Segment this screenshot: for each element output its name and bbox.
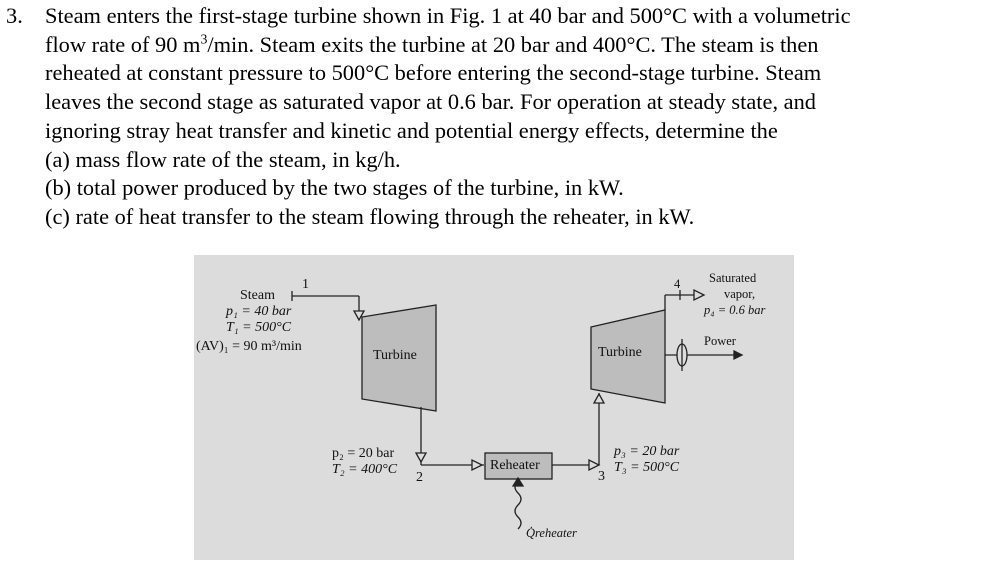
t1-label: T₁ = 500°C	[226, 320, 292, 335]
state3-number: 3	[598, 469, 605, 484]
state2-number: 2	[416, 470, 423, 485]
first-stage-turbine	[361, 304, 437, 412]
reheater-inlet-arrow	[471, 458, 484, 472]
cubed-superscript: 3	[200, 32, 208, 48]
p3-label: p₃ = 20 bar	[614, 444, 680, 459]
p1-label: p₁ = 40 bar	[226, 304, 292, 319]
vapor-label: vapor,	[724, 287, 756, 301]
question-c: (c) rate of heat transfer to the steam f…	[45, 204, 695, 229]
problem-line-5: ignoring stray heat transfer and kinetic…	[45, 118, 778, 143]
turbine2-inlet-arrow	[592, 392, 606, 404]
p2-label: p₂ = 20 bar	[332, 446, 395, 461]
problem-line-2: flow rate of 90 m3/min. Steam exits the …	[45, 32, 819, 57]
reheater-box	[484, 452, 553, 480]
steam-label: Steam	[240, 288, 275, 303]
t2-label: T₂ = 400°C	[332, 462, 398, 477]
heat-squiggle	[514, 480, 522, 530]
turbine1-label: Turbine	[373, 348, 417, 363]
question-b: (b) total power produced by the two stag…	[45, 175, 624, 200]
diagram-drawing	[291, 288, 744, 530]
t3-label: T₃ = 500°C	[614, 460, 680, 475]
turbine2-label: Turbine	[598, 345, 642, 360]
power-label: Power	[704, 334, 736, 348]
heat-arrow	[511, 476, 525, 487]
problem-line-1: Steam enters the first-stage turbine sho…	[45, 3, 851, 28]
reheater-label: Reheater	[490, 458, 540, 473]
power-arrow	[733, 349, 744, 361]
outlet-arrow	[693, 288, 706, 302]
saturated-label: Saturated	[709, 271, 757, 285]
state1-number: 1	[302, 277, 309, 292]
problem-line-4: leaves the second stage as saturated vap…	[45, 89, 816, 114]
q-reheater-label: Q̇reheater	[526, 526, 577, 540]
reheater-outlet-arrow	[588, 458, 601, 472]
p4-label: p₄ = 0.6 bar	[704, 303, 766, 317]
av1-label: (AV)₁ = 90 m³/min	[196, 339, 302, 354]
turbine-reheat-diagram: 1 Steam p₁ = 40 bar T₁ = 500°C (AV)₁ = 9…	[194, 255, 794, 560]
state4-number: 4	[674, 277, 681, 291]
problem-line-3: reheated at constant pressure to 500°C b…	[45, 60, 822, 85]
problem-number: 3.	[6, 3, 23, 28]
question-a: (a) mass flow rate of the steam, in kg/h…	[45, 147, 401, 172]
inlet-arrow	[352, 310, 366, 322]
turbine1-outlet-arrow	[414, 452, 428, 464]
second-stage-turbine	[590, 309, 666, 404]
